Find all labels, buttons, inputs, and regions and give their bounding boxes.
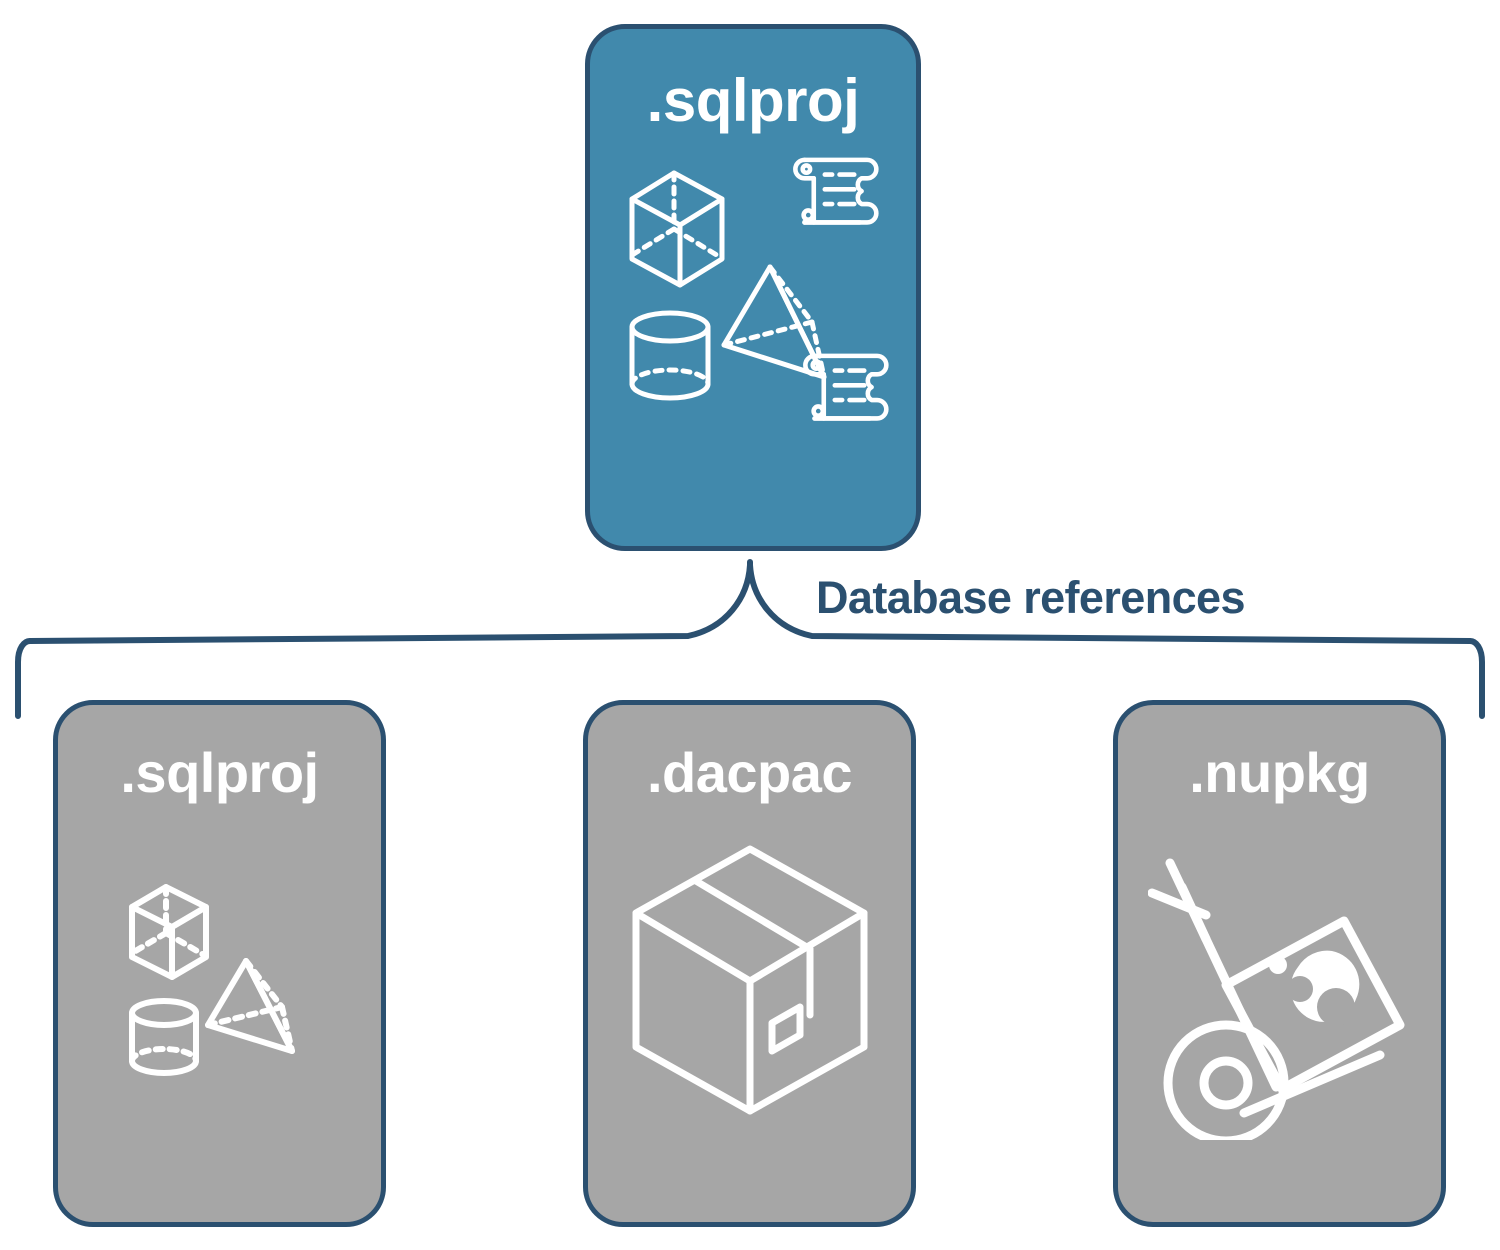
- card-sqlproj-parent[interactable]: .sqlproj: [585, 24, 921, 551]
- card-title: .sqlproj: [646, 67, 860, 134]
- dolly-toe-plate: [1239, 1050, 1385, 1118]
- nuget-package-box: [1221, 916, 1405, 1094]
- wireframe-cube-icon: [129, 884, 209, 980]
- card-nupkg-reference[interactable]: .nupkg: [1113, 700, 1446, 1227]
- package-box-icon: [632, 845, 868, 1115]
- brace-right-end: [1467, 638, 1485, 719]
- brace-left-end: [15, 638, 33, 719]
- wireframe-cylinder-icon: [629, 310, 711, 401]
- brace-left-arm: [27, 562, 753, 644]
- hand-truck-package-icon: [1148, 858, 1405, 1140]
- sqlproj-objects-icon-group: [629, 157, 889, 421]
- wireframe-cube-icon: [629, 170, 725, 288]
- sqlproj-objects-icon-group: [129, 884, 295, 1076]
- scroll-document-icon: [793, 157, 879, 225]
- card-title: .nupkg: [1189, 741, 1370, 804]
- wireframe-cylinder-icon: [129, 998, 199, 1076]
- wireframe-pyramid-icon: [205, 958, 295, 1054]
- card-title: .dacpac: [646, 741, 853, 804]
- wireframe-pyramid-icon: [721, 264, 827, 380]
- scroll-document-icon: [803, 353, 889, 421]
- brace-label: Database references: [816, 572, 1245, 623]
- card-dacpac-reference[interactable]: .dacpac: [583, 700, 916, 1227]
- card-title: .sqlproj: [120, 741, 319, 804]
- card-sqlproj-reference[interactable]: .sqlproj: [53, 700, 386, 1227]
- dolly-wheel: [1163, 1020, 1289, 1140]
